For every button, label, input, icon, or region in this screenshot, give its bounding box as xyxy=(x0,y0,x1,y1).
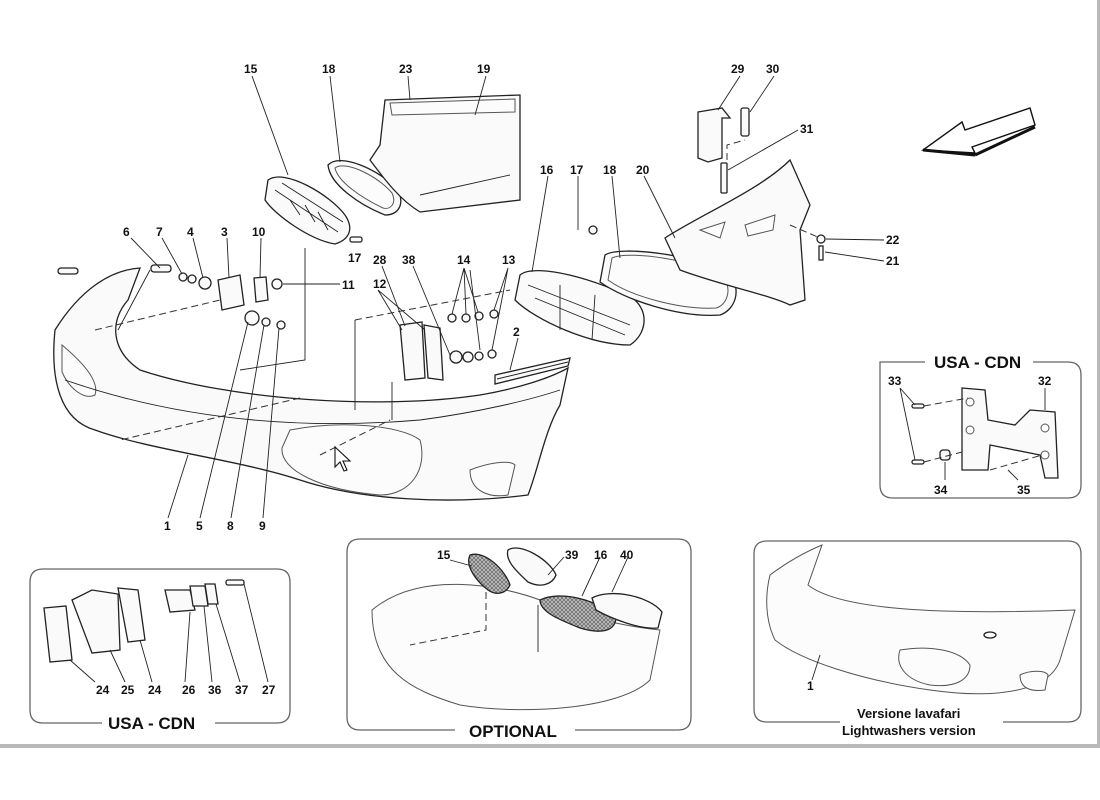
air-duct-left xyxy=(369,94,521,213)
callout-40: 40 xyxy=(620,548,634,562)
bracket-29 xyxy=(697,107,750,194)
callout-22: 22 xyxy=(886,233,900,247)
callout-8: 8 xyxy=(227,519,234,533)
callout-9: 9 xyxy=(259,519,266,533)
mouse-cursor-icon xyxy=(334,445,352,472)
callout-24b: 24 xyxy=(148,683,162,697)
callout-6: 6 xyxy=(123,225,130,239)
callout-33: 33 xyxy=(888,374,902,388)
callout-11: 11 xyxy=(342,278,355,292)
callout-15: 15 xyxy=(244,62,258,76)
callout-14: 14 xyxy=(457,253,471,267)
callout-16: 16 xyxy=(540,163,554,177)
leader-lines xyxy=(130,75,885,519)
callout-24a: 24 xyxy=(96,683,110,697)
callout-7: 7 xyxy=(156,225,163,239)
callout-5: 5 xyxy=(196,519,203,533)
callout-20: 20 xyxy=(636,163,650,177)
callout-labels: 15 18 23 19 29 30 31 16 17 18 20 22 21 6… xyxy=(123,62,900,533)
callout-19: 19 xyxy=(477,62,491,76)
inset-usa-cdn-title-right: USA - CDN xyxy=(934,353,1021,372)
callout-25: 25 xyxy=(121,683,135,697)
callout-23: 23 xyxy=(399,62,413,76)
callout-35: 35 xyxy=(1017,483,1031,497)
callout-17-left: 17 xyxy=(348,251,362,265)
lightwashers-title-en: Lightwashers version xyxy=(842,723,976,738)
callout-17-right: 17 xyxy=(570,163,584,177)
callout-18-right: 18 xyxy=(603,163,617,177)
callout-37: 37 xyxy=(235,683,249,697)
callout-30: 30 xyxy=(766,62,780,76)
callout-36: 36 xyxy=(208,683,222,697)
callout-3: 3 xyxy=(221,225,228,239)
callout-34: 34 xyxy=(934,483,948,497)
callout-32: 32 xyxy=(1038,374,1052,388)
lightwashers-title-it: Versione lavafari xyxy=(857,706,960,721)
callout-28: 28 xyxy=(373,253,387,267)
callout-12: 12 xyxy=(373,277,387,291)
callout-4: 4 xyxy=(187,225,194,239)
assembly-lines xyxy=(94,139,821,456)
callout-29: 29 xyxy=(731,62,745,76)
inset-optional-title: OPTIONAL xyxy=(469,722,557,741)
callout-21: 21 xyxy=(886,254,900,268)
bumper-strip xyxy=(494,357,571,385)
inset-usa-cdn-plate: USA - CDN 33 32 34 35 xyxy=(879,353,1082,499)
inset-usa-cdn-spacers: USA - CDN 24 25 24 26 36 37 27 xyxy=(29,568,291,733)
callout-27: 27 xyxy=(262,683,276,697)
callout-2: 2 xyxy=(513,325,520,339)
fasteners xyxy=(57,225,826,381)
grille-left xyxy=(264,176,351,245)
callout-26: 26 xyxy=(182,683,196,697)
callout-1-lightwashers: 1 xyxy=(807,679,814,693)
inset-optional: OPTIONAL 15 39 16 40 xyxy=(346,538,692,741)
callout-15-optional: 15 xyxy=(437,548,451,562)
front-bumper xyxy=(53,267,569,501)
callout-38: 38 xyxy=(402,253,416,267)
callout-1: 1 xyxy=(164,519,171,533)
callout-10: 10 xyxy=(252,225,266,239)
inset-lightwashers: Versione lavafari Lightwashers version 1 xyxy=(753,540,1082,738)
callout-39: 39 xyxy=(565,548,579,562)
callout-31: 31 xyxy=(800,122,814,136)
callout-16-optional: 16 xyxy=(594,548,608,562)
arrow-icon xyxy=(920,107,1036,157)
seal-left xyxy=(327,160,402,216)
inset-usa-cdn-title-left: USA - CDN xyxy=(108,714,195,733)
callout-18: 18 xyxy=(322,62,336,76)
air-duct-right xyxy=(664,158,811,306)
callout-13: 13 xyxy=(502,253,516,267)
